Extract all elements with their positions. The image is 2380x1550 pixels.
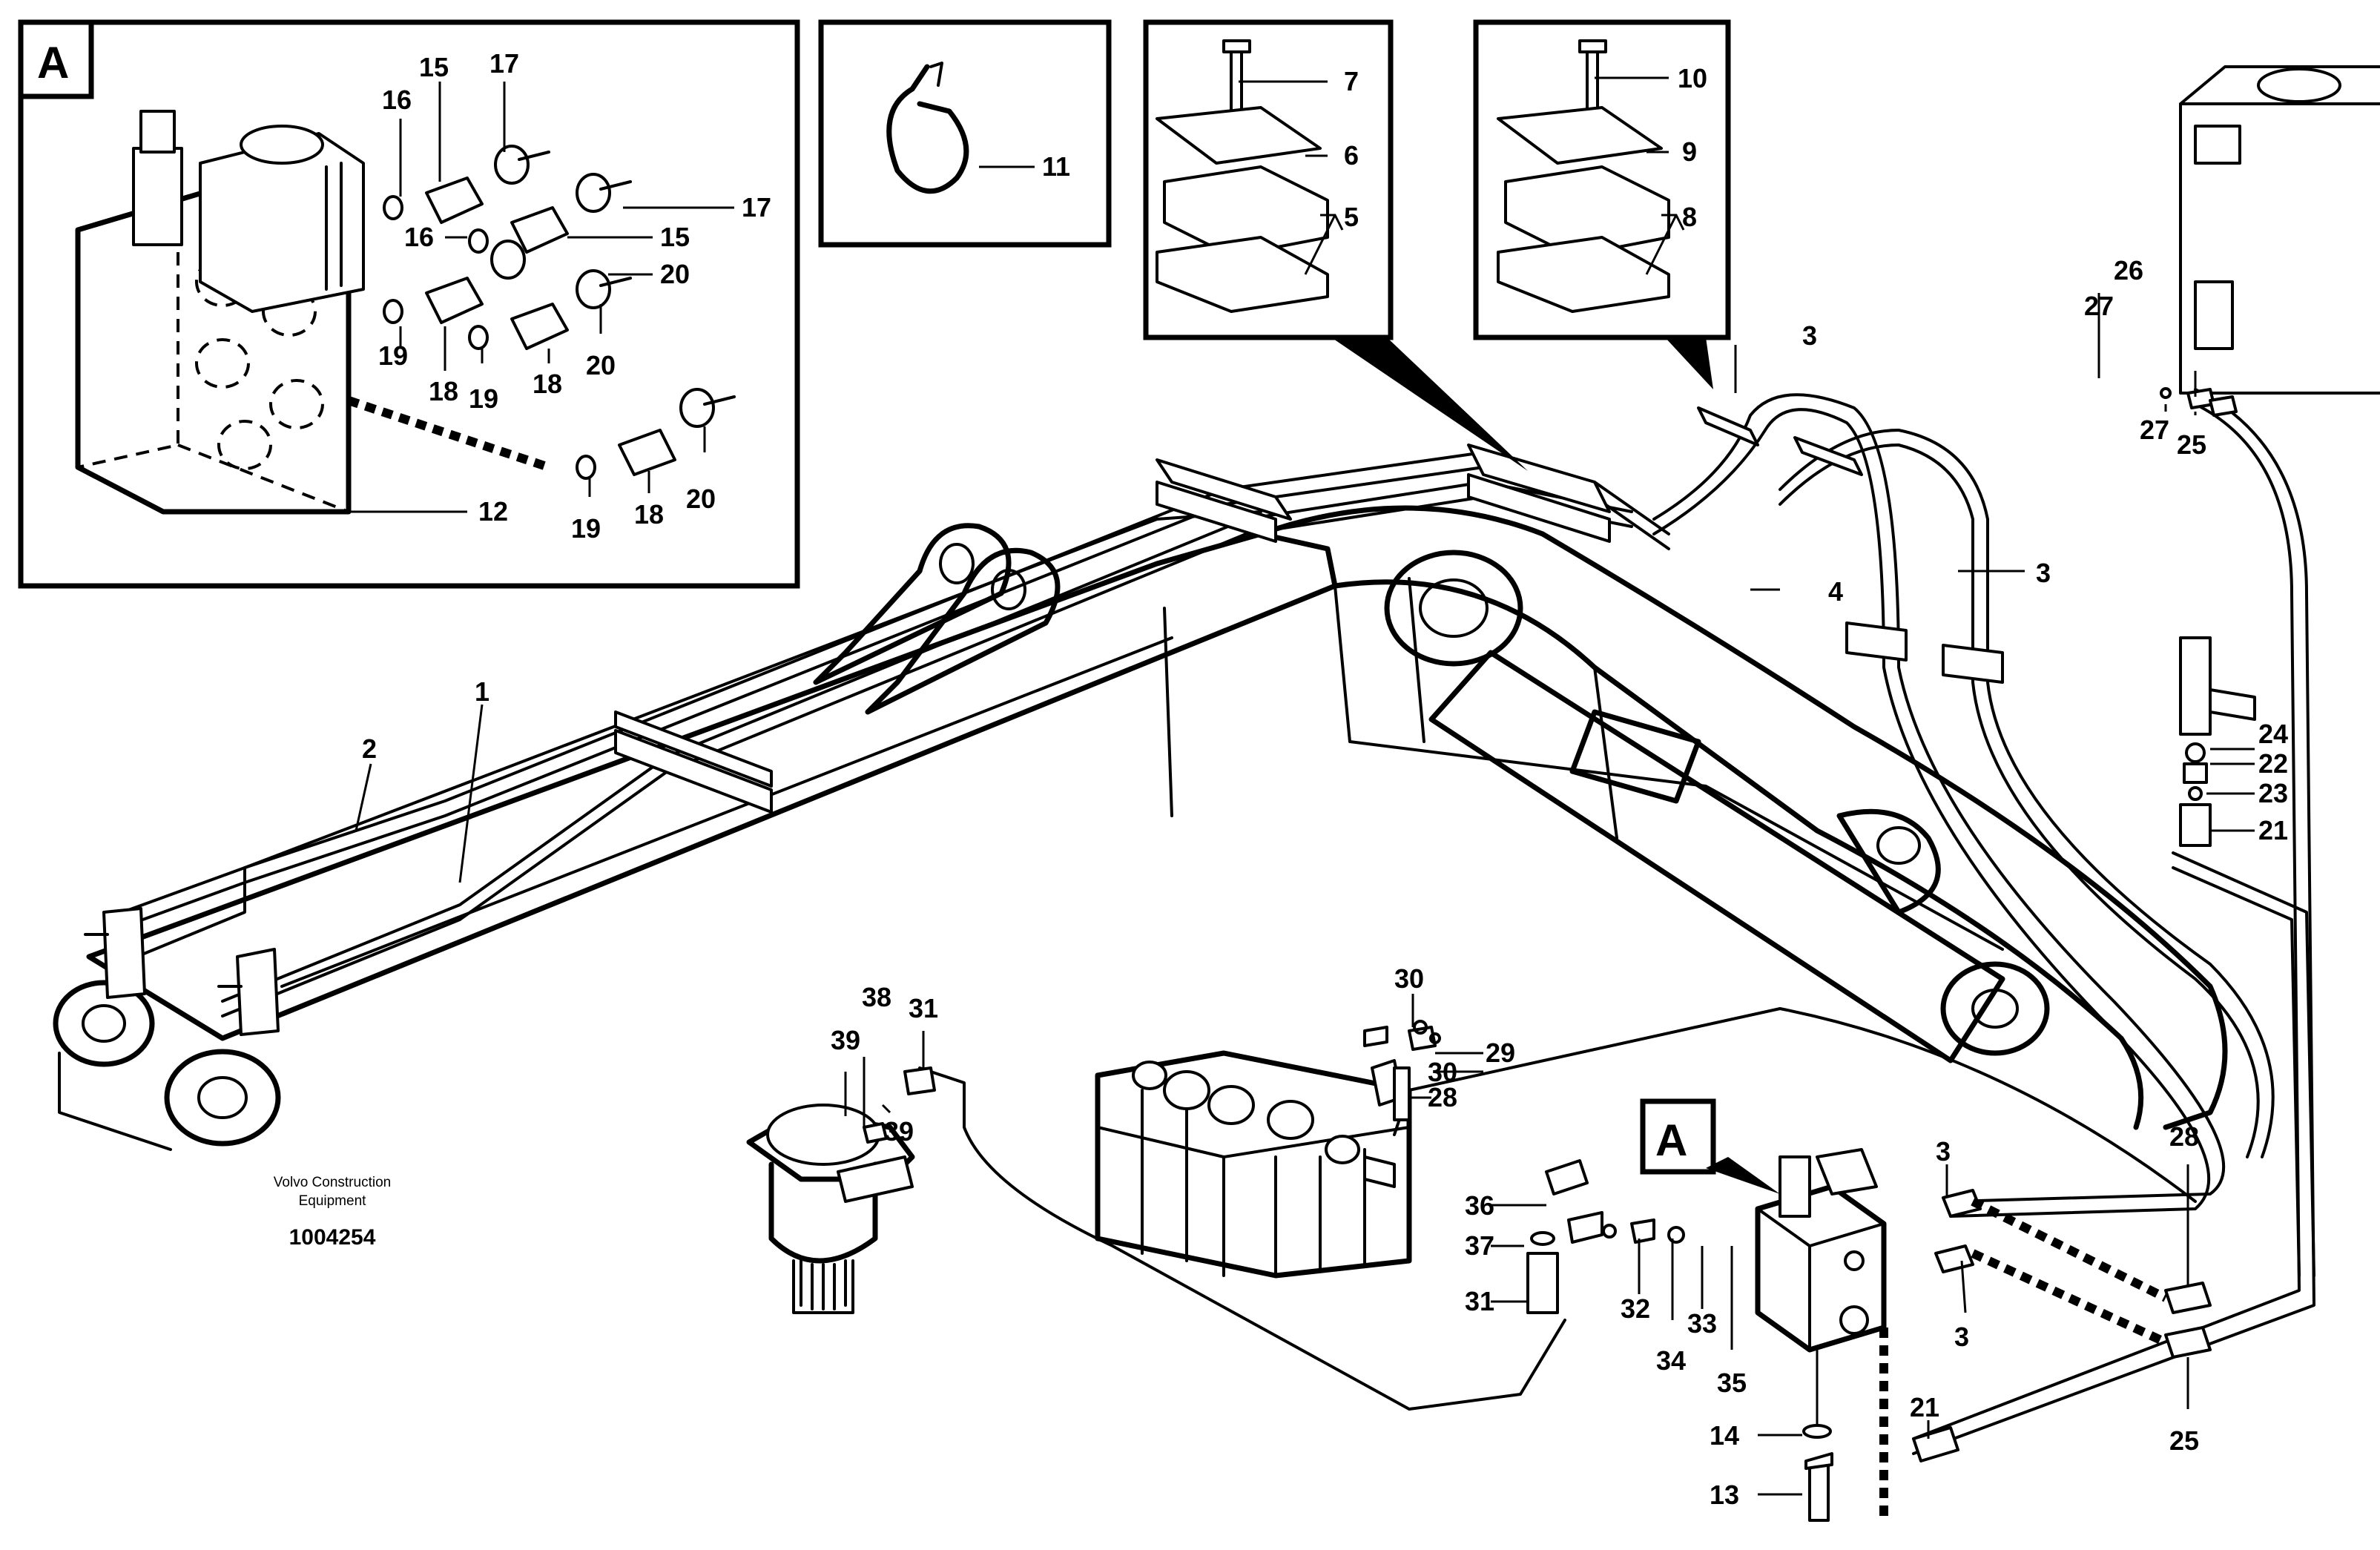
callout-8: 8 bbox=[1682, 202, 1697, 232]
callout-27-upper: 27 bbox=[2084, 291, 2114, 321]
callout-labels: 1 2 3 3 3 3 4 5 6 7 8 9 10 11 12 13 14 1… bbox=[362, 48, 2288, 1510]
callout-25-bottom: 25 bbox=[2169, 1425, 2199, 1456]
callout-3-top: 3 bbox=[1802, 320, 1817, 351]
callout-29: 29 bbox=[1486, 1038, 1515, 1068]
callout-31-upper: 31 bbox=[909, 993, 938, 1023]
callout-26: 26 bbox=[2114, 255, 2143, 286]
callout-2: 2 bbox=[362, 733, 377, 764]
callout-17-upper: 17 bbox=[489, 48, 519, 79]
callout-20-c: 20 bbox=[686, 484, 716, 514]
callout-21-bottom: 21 bbox=[1910, 1392, 1939, 1422]
clamp-inset-8-9-10 bbox=[1473, 19, 1731, 340]
callout-15-upper: 15 bbox=[419, 52, 449, 82]
callout-28-valve: 28 bbox=[1428, 1082, 1457, 1112]
callout-18-c: 18 bbox=[634, 499, 664, 530]
callout-23: 23 bbox=[2258, 778, 2288, 808]
cable-tie-inset bbox=[818, 19, 1112, 248]
callout-33: 33 bbox=[1687, 1308, 1717, 1339]
callout-28-right: 28 bbox=[2169, 1121, 2199, 1152]
callout-18-b: 18 bbox=[533, 369, 562, 399]
reference-number: 1004254 bbox=[289, 1225, 376, 1250]
leader-lines bbox=[349, 76, 2255, 1496]
callout-36: 36 bbox=[1465, 1190, 1494, 1221]
callout-19-c: 19 bbox=[571, 513, 601, 544]
callout-32: 32 bbox=[1621, 1293, 1650, 1324]
inset-fittings bbox=[347, 145, 736, 480]
callout-7: 7 bbox=[1344, 66, 1359, 96]
inset-pointer-1 bbox=[1331, 337, 1528, 471]
callout-5: 5 bbox=[1344, 202, 1359, 232]
callout-30-upper: 30 bbox=[1394, 963, 1424, 994]
callout-20-a: 20 bbox=[660, 259, 690, 289]
callout-30-lower: 30 bbox=[1428, 1057, 1457, 1087]
hydraulic-tank bbox=[2179, 65, 2380, 395]
callout-4: 4 bbox=[1828, 576, 1843, 607]
detail-a-inset-label: A bbox=[37, 38, 69, 88]
callout-17-lower: 17 bbox=[742, 192, 771, 222]
callout-16-upper: 16 bbox=[382, 85, 412, 115]
control-valve-bank bbox=[1095, 1050, 1412, 1279]
callout-1: 1 bbox=[475, 676, 489, 707]
detail-a-inset: A bbox=[18, 19, 800, 589]
callout-3-right: 3 bbox=[2036, 558, 2051, 588]
callout-15-lower: 15 bbox=[660, 222, 690, 252]
callout-18-a: 18 bbox=[429, 376, 458, 406]
callout-20-b: 20 bbox=[586, 350, 616, 380]
boom-arm-assembly bbox=[53, 505, 2228, 1151]
callout-3-valve-bottom: 3 bbox=[1954, 1322, 1969, 1352]
callout-19-b: 19 bbox=[469, 383, 498, 414]
callout-14: 14 bbox=[1710, 1420, 1739, 1451]
callout-10: 10 bbox=[1678, 63, 1707, 93]
callout-34: 34 bbox=[1656, 1345, 1686, 1376]
hose-clamp-blocks bbox=[84, 406, 2004, 1036]
credit-block: Volvo Construction Equipment 1004254 bbox=[274, 1175, 391, 1250]
callout-24: 24 bbox=[2258, 719, 2288, 749]
callout-6: 6 bbox=[1344, 140, 1359, 171]
inset-pointer-2 bbox=[1665, 337, 1713, 389]
callout-3-valve-top: 3 bbox=[1936, 1136, 1951, 1167]
callout-19-a: 19 bbox=[378, 340, 408, 371]
callout-25-top: 25 bbox=[2177, 429, 2206, 460]
hydraulic-hoses bbox=[121, 388, 2315, 1455]
callout-38: 38 bbox=[862, 982, 891, 1012]
callout-16-lower: 16 bbox=[404, 222, 434, 252]
detail-a-valve-label: A bbox=[1655, 1115, 1687, 1165]
clamp-inset-5-6-7 bbox=[1143, 19, 1394, 340]
swivel-joint bbox=[746, 1066, 936, 1314]
callout-27-lower: 27 bbox=[2140, 415, 2169, 445]
callout-35: 35 bbox=[1717, 1368, 1747, 1398]
callout-22: 22 bbox=[2258, 748, 2288, 779]
callout-11: 11 bbox=[1042, 151, 1070, 182]
callout-31-lower: 31 bbox=[1465, 1286, 1494, 1316]
credit-line-2: Equipment bbox=[299, 1193, 367, 1209]
callout-39-upper: 39 bbox=[831, 1025, 860, 1055]
callout-13: 13 bbox=[1710, 1480, 1739, 1510]
callout-37: 37 bbox=[1465, 1230, 1494, 1261]
detail-a-valve: A bbox=[1640, 1098, 1887, 1522]
callout-9: 9 bbox=[1682, 136, 1697, 167]
credit-line-1: Volvo Construction bbox=[274, 1175, 391, 1190]
callout-39-lower: 39 bbox=[884, 1116, 914, 1147]
callout-12: 12 bbox=[478, 496, 508, 527]
callout-21-right: 21 bbox=[2258, 815, 2288, 845]
boom-cylinder bbox=[1384, 550, 2050, 1063]
